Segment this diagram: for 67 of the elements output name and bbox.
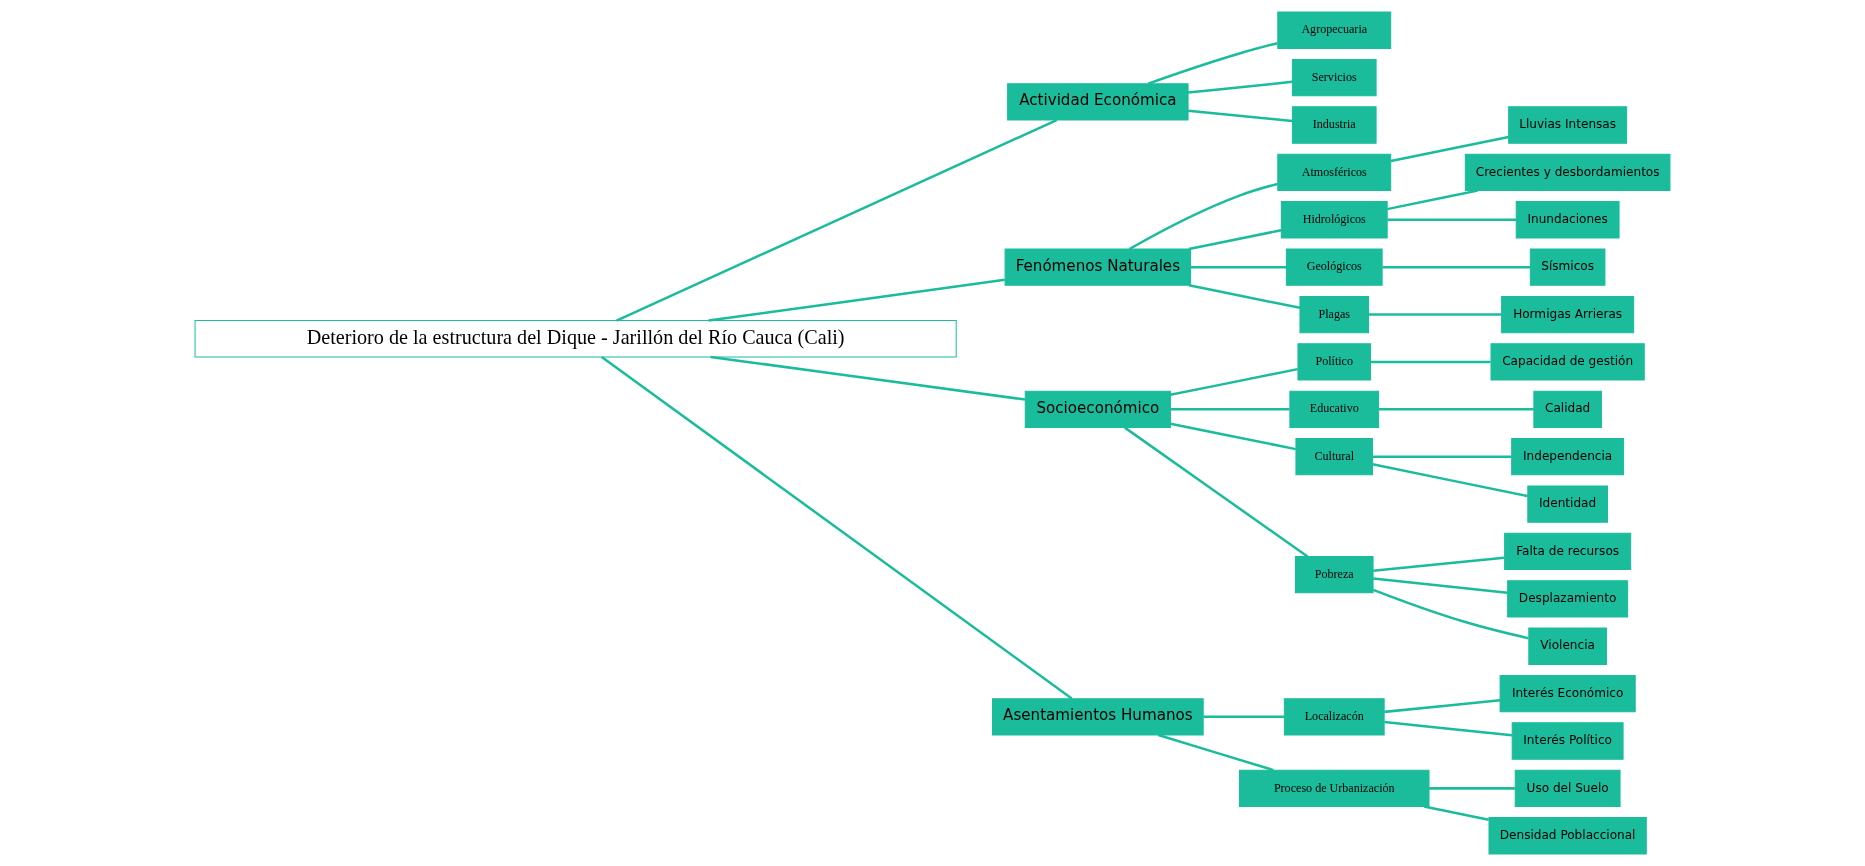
node-box: Localizacón bbox=[1283, 698, 1385, 736]
node-box: Servicios bbox=[1291, 58, 1377, 97]
node-box: Pobreza bbox=[1294, 556, 1374, 594]
connector bbox=[616, 118, 1058, 322]
connector bbox=[1373, 577, 1508, 594]
node-box: Deterioro de la estructura del Dique - Jarillón del Río Cauca (Cali) bbox=[194, 320, 957, 358]
node-box: Calidad bbox=[1533, 390, 1602, 428]
connector bbox=[1170, 408, 1290, 411]
connector bbox=[1188, 80, 1293, 94]
node-box: Crecientes y desbordamientos bbox=[1464, 153, 1671, 192]
node-box: Independencia bbox=[1511, 438, 1625, 476]
node-box: Interés Político bbox=[1511, 722, 1624, 760]
connector bbox=[1384, 720, 1513, 737]
connector bbox=[1190, 265, 1287, 269]
connector bbox=[1373, 556, 1505, 573]
connector bbox=[1372, 588, 1529, 640]
connector bbox=[1203, 715, 1285, 719]
node-box: Industria bbox=[1291, 106, 1377, 144]
node-box: Agropecuaria bbox=[1277, 11, 1392, 49]
node-box: Político bbox=[1297, 343, 1372, 381]
node-box: Cultural bbox=[1295, 438, 1374, 476]
node-box: Proceso de Urbanización bbox=[1238, 769, 1430, 808]
connector bbox=[1128, 182, 1278, 251]
node-box: Densidad Poblaccional bbox=[1488, 817, 1647, 855]
connector bbox=[1372, 455, 1512, 458]
connector bbox=[1157, 733, 1274, 772]
connector bbox=[1378, 408, 1534, 411]
connector bbox=[1390, 135, 1509, 163]
node-box: Atmosféricos bbox=[1277, 153, 1392, 192]
connector bbox=[1368, 313, 1502, 316]
connector bbox=[1386, 189, 1478, 211]
node-box: Hormigas Arrieras bbox=[1501, 295, 1635, 334]
node-box: Sísmicos bbox=[1529, 248, 1606, 286]
connector bbox=[1188, 229, 1282, 251]
node-box: Fenómenos Naturales bbox=[1004, 248, 1192, 286]
node-box: Actividad Económica bbox=[1007, 83, 1189, 121]
node-box: Capacidad de gestión bbox=[1490, 343, 1645, 381]
connector bbox=[1188, 284, 1301, 310]
connector bbox=[1372, 463, 1528, 498]
connector bbox=[1384, 699, 1501, 714]
connector bbox=[1370, 360, 1491, 364]
node-box: Geológicos bbox=[1285, 248, 1383, 286]
node-box: Desplazamiento bbox=[1507, 580, 1629, 618]
connector bbox=[1170, 367, 1298, 397]
node-box: Violencia bbox=[1528, 627, 1607, 665]
node-box: Socioeconómico bbox=[1024, 390, 1171, 428]
connector bbox=[600, 355, 1073, 700]
node-box: Lluvias Intensas bbox=[1508, 106, 1628, 144]
connector bbox=[1124, 426, 1309, 558]
connector bbox=[710, 355, 1026, 401]
node-box: Falta de recursos bbox=[1504, 532, 1632, 571]
node-box: Educativo bbox=[1289, 390, 1380, 428]
connector bbox=[1147, 41, 1278, 85]
connector bbox=[1423, 805, 1489, 822]
connector bbox=[1188, 109, 1293, 123]
node-box: Plagas bbox=[1299, 295, 1370, 334]
connector bbox=[708, 278, 1005, 322]
node-box: Asentamientos Humanos bbox=[992, 698, 1204, 736]
connector bbox=[1170, 422, 1296, 451]
connector bbox=[1429, 787, 1515, 790]
node-box: Identidad bbox=[1527, 485, 1608, 523]
node-box: Inundaciones bbox=[1515, 201, 1620, 239]
node-box: Uso del Suelo bbox=[1514, 769, 1621, 808]
connector bbox=[1382, 265, 1531, 269]
connector bbox=[1387, 218, 1517, 222]
node-box: Interés Económico bbox=[1499, 674, 1636, 713]
node-box: Hidrológicos bbox=[1280, 201, 1388, 239]
